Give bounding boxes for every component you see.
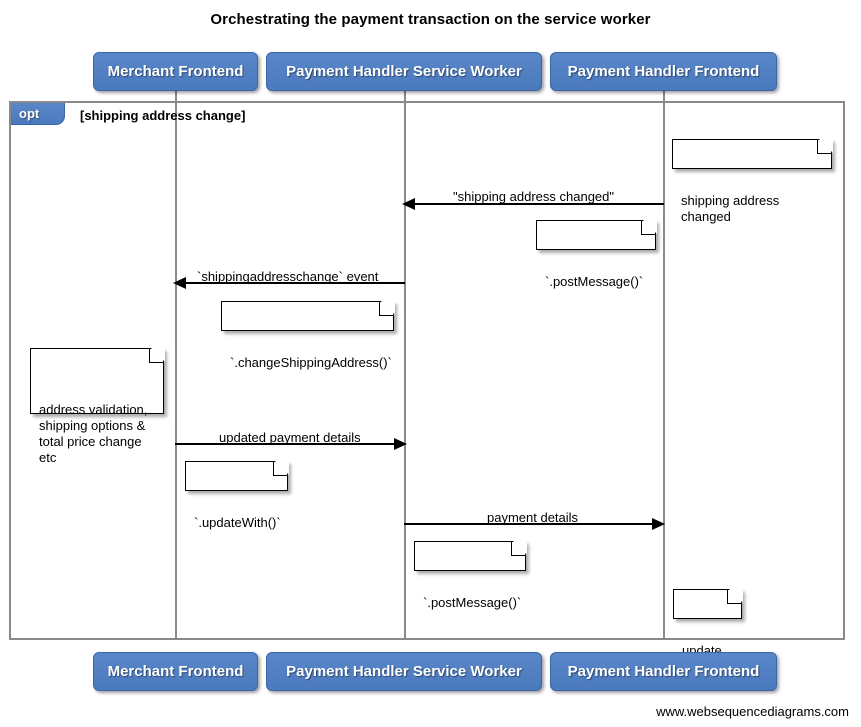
message-label-updated-payment-details: updated payment details [219, 430, 361, 445]
participant-label: Merchant Frontend [107, 663, 244, 680]
participant-label: Payment Handler Frontend [567, 663, 760, 680]
note-change-shipping-address: `.changeShippingAddress()` [221, 300, 395, 370]
page-title: Orchestrating the payment transaction on… [210, 11, 651, 28]
participant-payment-handler-service-worker-top[interactable]: Payment Handler Service Worker [266, 52, 542, 91]
note-post-message-2: `.postMessage()` [414, 540, 527, 610]
footer-credit: www.websequencediagrams.com [656, 704, 849, 719]
participant-payment-handler-service-worker-bottom[interactable]: Payment Handler Service Worker [266, 652, 542, 691]
note-text: `.updateWith()` [194, 515, 281, 530]
note-text: `.changeShippingAddress()` [230, 355, 392, 370]
message-label-shippingaddresschange-event: `shippingaddresschange` event [197, 269, 379, 284]
note-text: `.postMessage()` [545, 274, 644, 289]
note-update-with: `.updateWith()` [185, 460, 289, 530]
message-label-payment-details: payment details [487, 510, 579, 525]
participant-label: Payment Handler Frontend [567, 63, 760, 80]
participant-label: Merchant Frontend [107, 63, 244, 80]
fragment-operator-label: opt [19, 106, 40, 121]
fragment-opt [9, 101, 845, 640]
message-line-updated-payment-details [175, 443, 395, 445]
arrow-head-right-icon [652, 518, 665, 530]
lifeline-payment-handler-service-worker [404, 89, 406, 640]
note-update-ui: update UI [673, 588, 743, 674]
participant-label: Payment Handler Service Worker [286, 663, 522, 680]
fragment-opt-tab: opt [11, 103, 65, 125]
note-address-validation: address validation, shipping options & t… [30, 347, 165, 465]
lifeline-merchant-frontend [175, 89, 177, 640]
fragment-condition-label: [shipping address change] [80, 108, 246, 123]
message-line-shipping-address-changed [414, 203, 664, 205]
participant-merchant-frontend-bottom[interactable]: Merchant Frontend [93, 652, 258, 691]
note-text: shipping address changed [681, 193, 780, 224]
participant-payment-handler-frontend-bottom[interactable]: Payment Handler Frontend [550, 652, 777, 691]
participant-merchant-frontend-top[interactable]: Merchant Frontend [93, 52, 258, 91]
message-line-shippingaddresschange-event [185, 282, 405, 284]
arrow-head-right-icon [394, 438, 407, 450]
message-label-shipping-address-changed: "shipping address changed" [453, 189, 615, 204]
note-text: address validation, shipping options & t… [39, 402, 148, 465]
lifeline-payment-handler-frontend [663, 89, 665, 640]
arrow-head-left-icon [173, 277, 186, 289]
arrow-head-left-icon [402, 198, 415, 210]
message-line-payment-details [404, 523, 654, 525]
participant-payment-handler-frontend-top[interactable]: Payment Handler Frontend [550, 52, 777, 91]
note-post-message-1: `.postMessage()` [536, 219, 657, 289]
participant-label: Payment Handler Service Worker [286, 63, 522, 80]
note-text: `.postMessage()` [423, 595, 522, 610]
note-shipping-address-changed: shipping address changed [672, 138, 833, 224]
